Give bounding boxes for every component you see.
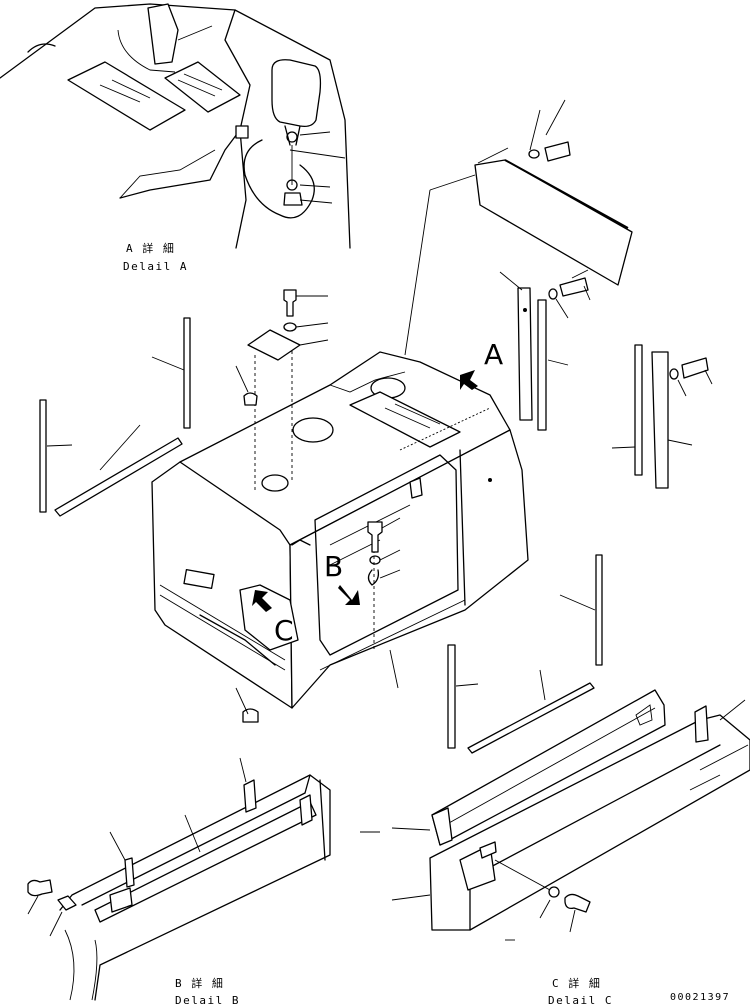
view-marker-a: A — [484, 338, 503, 371]
view-marker-c: C — [274, 614, 294, 647]
detail-b-title-jp: B 詳 細 — [175, 976, 224, 990]
detail-b-view: B 詳 細 Delail B — [27, 757, 331, 1006]
seal-strips — [39, 269, 713, 754]
main-hood-assembly: A B C — [151, 338, 529, 723]
detail-b-title-en: Delail B — [175, 994, 240, 1006]
detail-c-title-en: Delail C — [548, 994, 613, 1006]
detail-a-view: A 詳 細 Delail A — [0, 3, 351, 273]
top-cover-plate — [404, 99, 633, 356]
detail-a-title-en: Delail A — [123, 260, 188, 273]
top-center-parts — [247, 289, 329, 361]
detail-a-title-jp: A 詳 細 — [126, 241, 175, 255]
view-marker-b: B — [324, 550, 343, 583]
detail-c-view: C 詳 細 Delail C — [360, 689, 750, 1006]
drawing-number: 00021397 — [670, 992, 730, 1003]
detail-c-title-jp: C 詳 細 — [552, 976, 601, 990]
